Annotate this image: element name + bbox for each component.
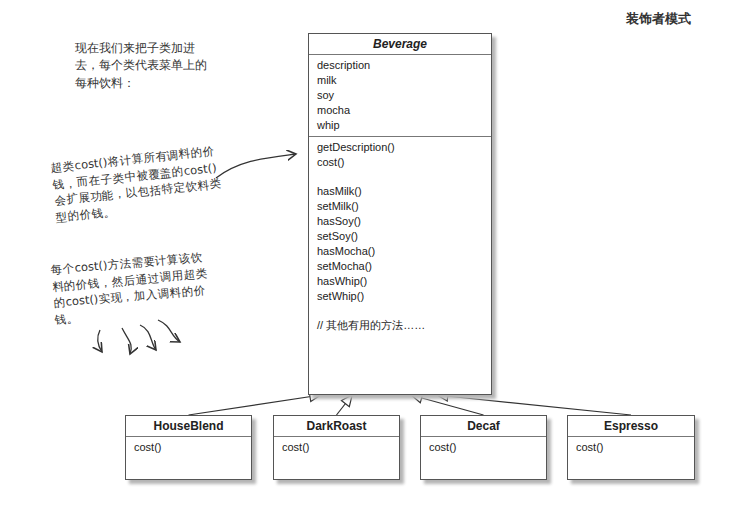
class-member: cost() bbox=[576, 440, 686, 455]
class-member: hasWhip() bbox=[317, 274, 483, 289]
class-member: setMilk() bbox=[317, 199, 483, 214]
page-header: 装饰者模式 bbox=[626, 10, 721, 29]
class-member: hasMilk() bbox=[317, 184, 483, 199]
inheritance-arrow bbox=[337, 395, 353, 415]
class-member: getDescription() bbox=[317, 140, 483, 155]
class-member: description bbox=[317, 58, 483, 73]
subclass-box: DarkRoast cost() bbox=[273, 415, 400, 480]
superclass-box: BeveragedescriptionmilksoymochawhipgetDe… bbox=[308, 33, 492, 395]
subclass-box: Decaf cost() bbox=[420, 415, 547, 480]
class-member: mocha bbox=[317, 103, 483, 118]
class-member: setWhip() bbox=[317, 289, 483, 304]
class-section: getDescription()cost() hasMilk()setMilk()… bbox=[309, 136, 491, 336]
subclass-box: HouseBlend cost() bbox=[125, 415, 252, 480]
class-member: cost() bbox=[282, 440, 391, 455]
inheritance-arrow bbox=[189, 395, 321, 415]
class-section: Decaf bbox=[421, 416, 546, 436]
class-member: setSoy() bbox=[317, 229, 483, 244]
handwritten-note: 超类cost()将计算所有调料的价钱，而在子类中被覆盖的cost()会扩展功能，… bbox=[50, 142, 224, 226]
class-member: setMocha() bbox=[317, 259, 483, 274]
class-section: cost() bbox=[421, 436, 546, 458]
class-member: hasMocha() bbox=[317, 244, 483, 259]
class-name: DarkRoast bbox=[282, 419, 391, 433]
class-member: cost() bbox=[317, 155, 483, 170]
class-name: Espresso bbox=[576, 419, 686, 433]
class-member: hasSoy() bbox=[317, 214, 483, 229]
inheritance-arrow bbox=[437, 395, 631, 415]
class-section: cost() bbox=[568, 436, 694, 458]
class-section: cost() bbox=[126, 436, 251, 458]
subclass-box: Espresso cost() bbox=[567, 415, 695, 480]
class-member: cost() bbox=[429, 440, 538, 455]
class-name: HouseBlend bbox=[134, 419, 243, 433]
handwritten-note: 每个cost()方法需要计算该饮料的价钱，然后通过调用超类的cost()实现，加… bbox=[50, 248, 217, 329]
class-section: DarkRoast bbox=[274, 416, 399, 436]
class-section: Espresso bbox=[568, 416, 694, 436]
leader-arrow bbox=[216, 154, 296, 178]
class-section: cost() bbox=[274, 436, 399, 458]
class-name: Decaf bbox=[429, 419, 538, 433]
class-member: milk bbox=[317, 73, 483, 88]
class-member: whip bbox=[317, 118, 483, 133]
class-member: cost() bbox=[134, 440, 243, 455]
curly-arrow bbox=[98, 330, 102, 352]
curly-arrow bbox=[122, 328, 131, 354]
class-member: // 其他有用的方法…… bbox=[317, 318, 483, 333]
class-section: Beverage bbox=[309, 34, 491, 54]
class-section: HouseBlend bbox=[126, 416, 251, 436]
inheritance-arrow bbox=[411, 395, 483, 415]
class-name: Beverage bbox=[317, 37, 483, 51]
curly-arrow bbox=[158, 320, 180, 342]
class-section: descriptionmilksoymochawhip bbox=[309, 54, 491, 136]
class-member: soy bbox=[317, 88, 483, 103]
intro-text: 现在我们来把子类加进去，每个类代表菜单上的每种饮料： bbox=[75, 40, 215, 92]
curly-arrow bbox=[140, 325, 156, 350]
